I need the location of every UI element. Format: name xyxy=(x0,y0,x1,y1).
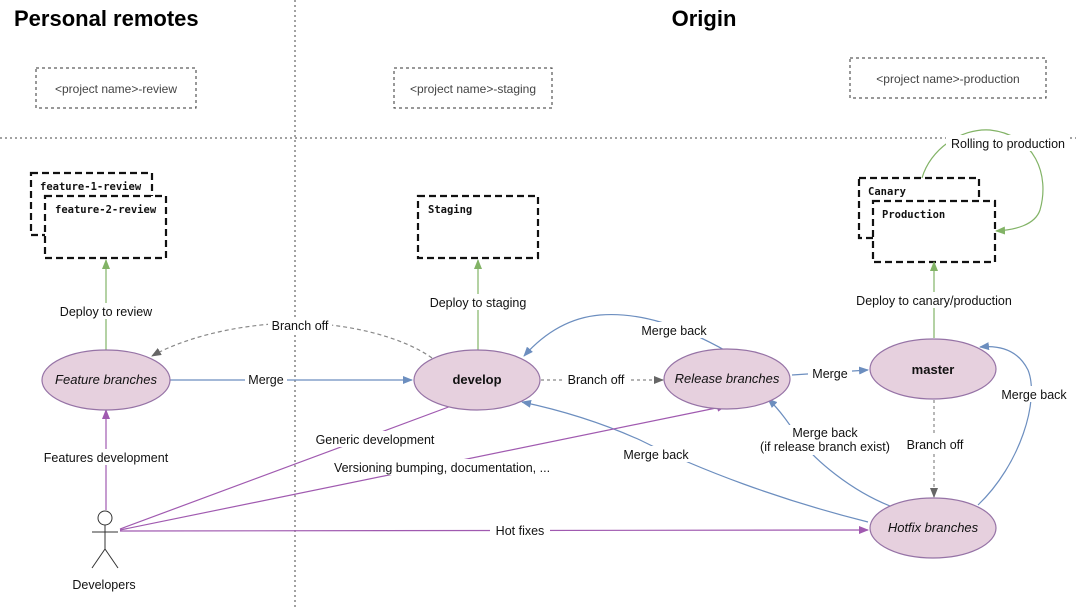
label-merge-back-hotfix-release-2: (if release branch exist) xyxy=(760,440,890,454)
node-hotfix-branches: Hotfix branches xyxy=(869,497,997,559)
label-merge-feature: Merge xyxy=(248,373,283,387)
node-feature-branches: Feature branches xyxy=(41,349,171,411)
developers-label: Developers xyxy=(72,578,135,592)
label-hot-fixes: Hot fixes xyxy=(496,524,545,538)
node-master-label: master xyxy=(912,362,955,377)
deploy-canary-label: Canary xyxy=(868,186,907,198)
node-feature-branches-label: Feature branches xyxy=(55,372,157,387)
deploy-feature-2-review-label: feature-2-review xyxy=(55,204,157,216)
node-release-branches: Release branches xyxy=(663,348,791,410)
env-review-label: <project name>-review xyxy=(55,82,177,96)
edge-merge-back-hotfix-master xyxy=(977,342,1032,506)
label-rolling-to-production: Rolling to production xyxy=(951,137,1065,151)
label-generic-development: Generic development xyxy=(316,433,435,447)
label-deploy-staging: Deploy to staging xyxy=(430,296,527,310)
edge-merge-back-hotfix-develop xyxy=(521,399,869,523)
node-develop-label: develop xyxy=(452,372,501,387)
label-deploy-review: Deploy to review xyxy=(60,305,153,319)
origin-title: Origin xyxy=(672,6,737,31)
deploy-production-label: Production xyxy=(882,209,945,221)
label-merge-back-release: Merge back xyxy=(641,324,707,338)
env-production-box: <project name>-production xyxy=(849,57,1047,99)
node-master: master xyxy=(869,338,997,400)
label-branch-off-release: Branch off xyxy=(568,373,625,387)
deploy-feature-1-review-label: feature-1-review xyxy=(40,181,142,193)
label-deploy-canary: Deploy to canary/production xyxy=(856,294,1012,308)
label-merge-back-hotfix-develop: Merge back xyxy=(623,448,689,462)
deploy-staging-box: Staging xyxy=(416,194,540,260)
edge-generic-development xyxy=(119,401,463,530)
deploy-staging-label: Staging xyxy=(428,204,472,216)
node-release-branches-label: Release branches xyxy=(675,371,780,386)
label-branch-off-feature: Branch off xyxy=(272,319,329,333)
env-production-label: <project name>-production xyxy=(876,72,1019,86)
label-merge-back-master: Merge back xyxy=(1001,388,1067,402)
deploy-feature-2-review-box: feature-2-review xyxy=(43,194,168,260)
env-review-box: <project name>-review xyxy=(35,67,197,109)
label-merge-master: Merge xyxy=(812,367,847,381)
edge-labels: Deploy to review Deploy to staging Deplo… xyxy=(38,135,1072,538)
label-merge-back-hotfix-release-1: Merge back xyxy=(792,426,858,440)
node-hotfix-branches-label: Hotfix branches xyxy=(888,520,979,535)
label-branch-off-hotfix: Branch off xyxy=(907,438,964,452)
env-staging-label: <project name>-staging xyxy=(410,82,536,96)
personal-remotes-title: Personal remotes xyxy=(14,6,199,31)
env-staging-box: <project name>-staging xyxy=(393,67,553,109)
node-develop: develop xyxy=(413,349,541,411)
deploy-production-box: Production xyxy=(871,199,997,264)
label-versioning: Versioning bumping, documentation, ... xyxy=(334,461,550,475)
developers-actor-icon xyxy=(91,510,119,569)
label-features-development: Features development xyxy=(44,451,169,465)
